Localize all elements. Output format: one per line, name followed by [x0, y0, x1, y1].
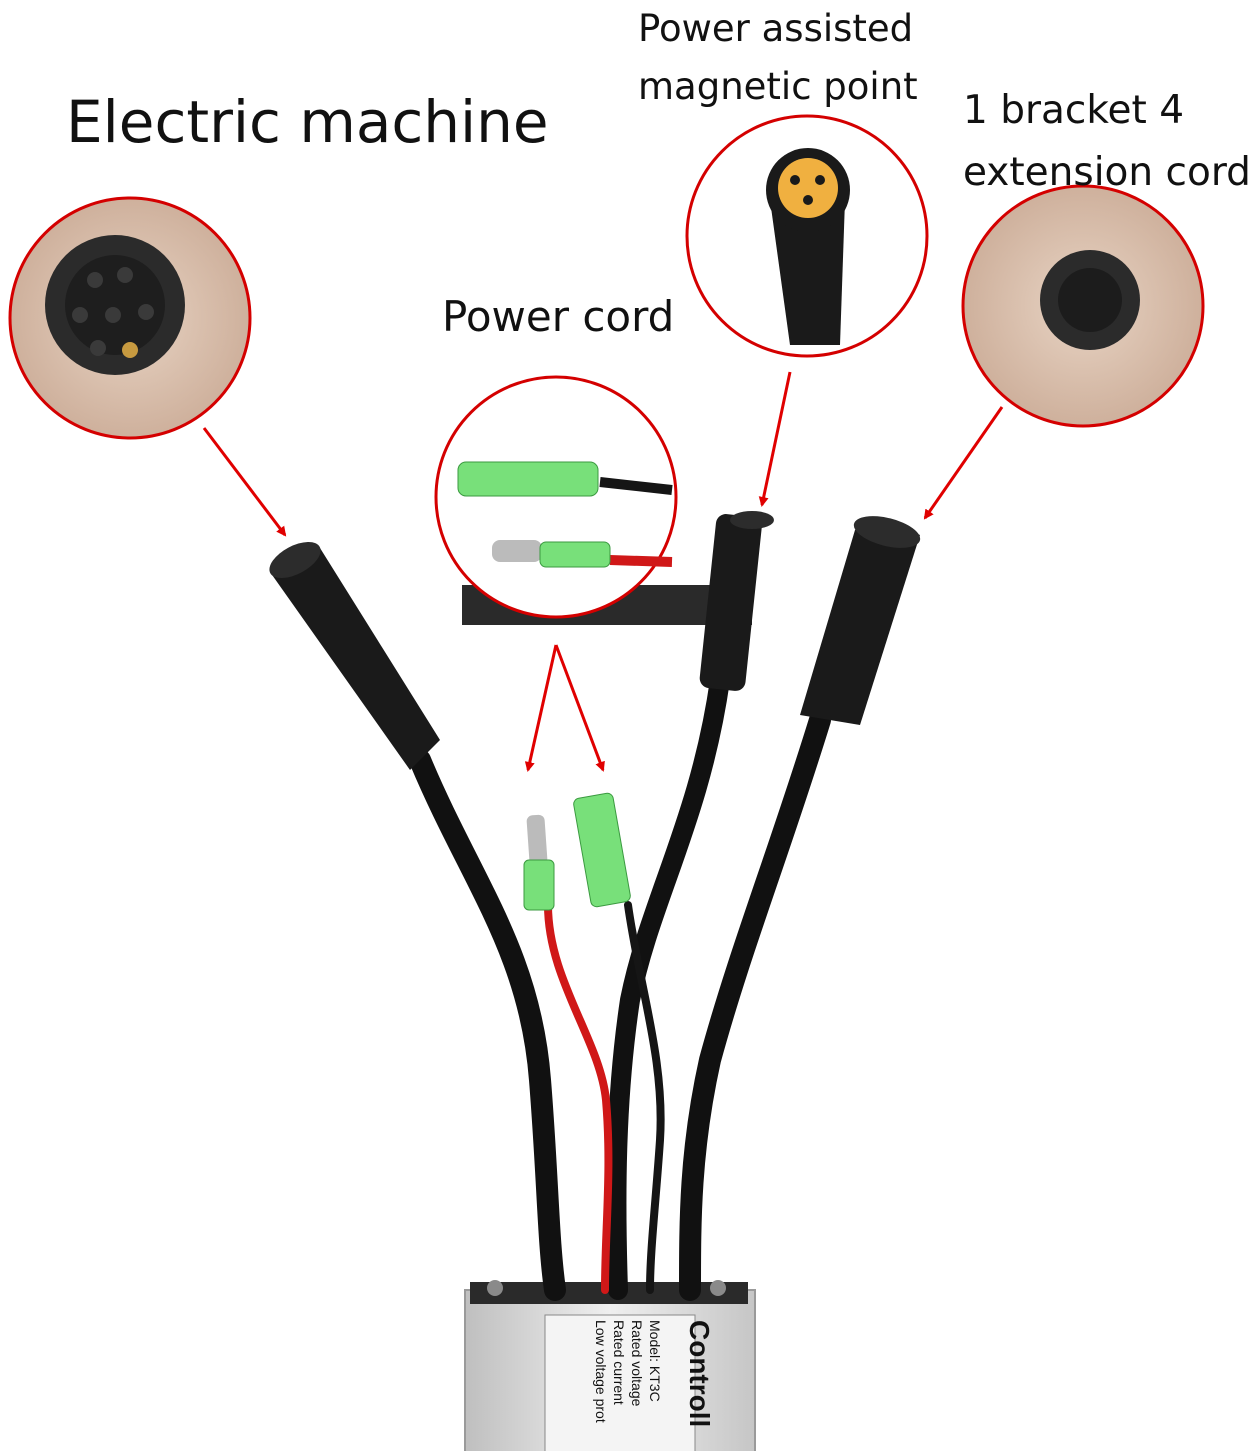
controller-line-3: Low voltage prot: [593, 1320, 609, 1423]
extension-zoom-circle: [961, 184, 1205, 428]
extension-connector-icon: [800, 516, 921, 725]
pointer-arrows: [202, 371, 1004, 772]
controller-sticker: Controll Model: KT3C Rated voltage Rated…: [593, 1320, 715, 1427]
controller-line-0: Model: KT3C: [647, 1320, 663, 1402]
controller-title: Controll: [684, 1320, 715, 1427]
label-line: extension cord: [963, 150, 1251, 195]
controller-line-2: Rated current: [611, 1320, 627, 1405]
motor-zoom-circle: [8, 196, 252, 440]
label-line: Power assisted: [638, 7, 914, 50]
cables: [409, 670, 831, 1301]
label-line: magnetic point: [638, 65, 918, 108]
screw-icon: [487, 1280, 503, 1296]
pas-connector-icon: [699, 511, 774, 691]
power-terminals: [523, 792, 631, 911]
label-electric-machine: Electric machine: [66, 88, 549, 156]
screw-icon: [710, 1280, 726, 1296]
label-power-cord: Power cord: [442, 292, 675, 341]
controller-case: [462, 585, 756, 1451]
pas-zoom-circle: [685, 114, 929, 358]
label-power-assisted-magnetic-point: Power assisted magnetic point: [638, 0, 918, 116]
controller-line-1: Rated voltage: [629, 1320, 645, 1407]
label-line: 1 bracket 4: [963, 88, 1185, 133]
power-zoom-circle: [434, 375, 678, 619]
motor-connector-icon: [269, 541, 440, 770]
label-extension-cord: 1 bracket 4 extension cord: [963, 80, 1251, 204]
